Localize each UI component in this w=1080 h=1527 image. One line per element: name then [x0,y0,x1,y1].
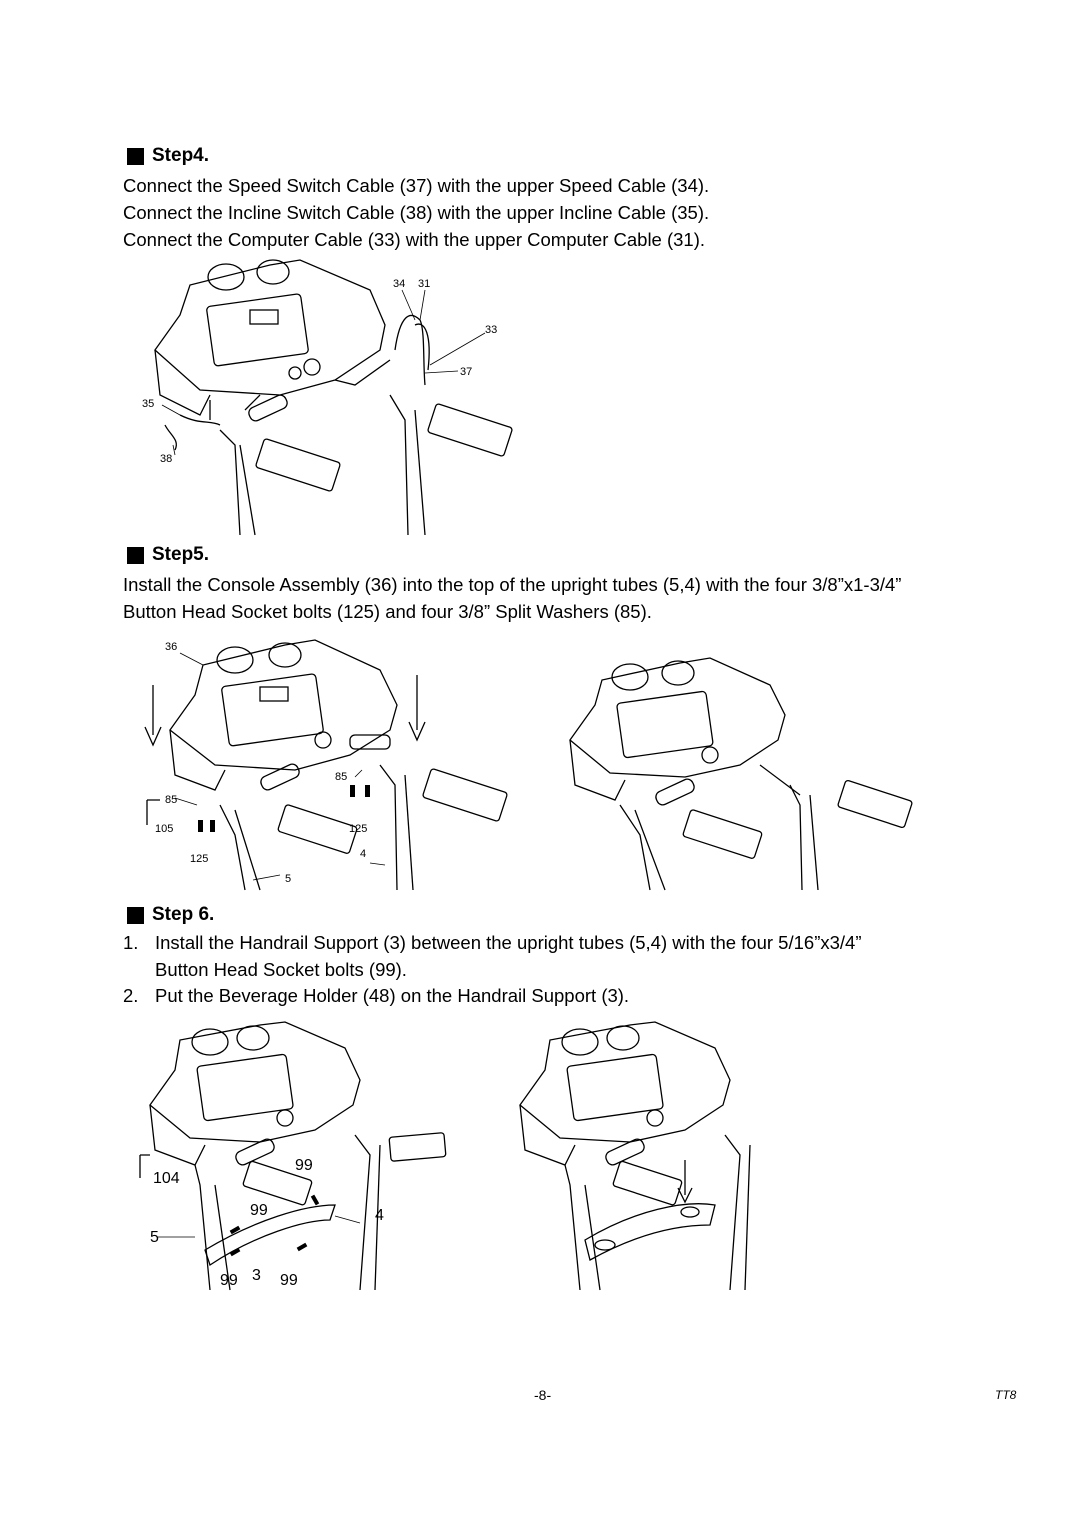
callout-99-bottom-right: 99 [280,1272,298,1289]
callout-5: 5 [285,873,291,885]
step6-item-1-line-2: Button Head Socket bolts (99). [155,959,407,980]
callout-3: 3 [252,1267,261,1284]
step6-diagram-right [519,1021,751,1291]
callout-5: 5 [150,1229,159,1246]
callout-99-top: 99 [295,1157,313,1174]
callout-31: 31 [418,278,430,290]
callout-33: 33 [485,324,497,336]
step4-line-2: Connect the Incline Switch Cable (38) wi… [123,202,710,223]
step6-item-1-line-1: Install the Handrail Support (3) between… [155,932,862,953]
step4-line-3: Connect the Computer Cable (33) with the… [123,229,706,250]
callout-36: 36 [165,641,177,653]
callout-38: 38 [160,453,172,465]
step5-line-1: Install the Console Assembly (36) into t… [123,574,902,595]
step6-title: Step 6. [152,904,215,925]
step6-item-1-number: 1. [123,932,139,953]
step6-diagram-left: 99 104 99 4 5 99 3 99 [139,1021,447,1291]
step5-diagram-left: 36 85 85 105 125 125 4 5 [144,639,508,891]
square-bullet-icon [127,906,144,924]
step4-diagram: 34 31 33 37 35 38 [142,259,513,536]
page-number: -8- [534,1387,552,1403]
step6-item-2-line-1: Put the Beverage Holder (48) on the Hand… [155,985,630,1006]
callout-4: 4 [360,848,366,860]
step4-line-1: Connect the Speed Switch Cable (37) with… [123,175,710,196]
step5-line-2: Button Head Socket bolts (125) and four … [123,601,652,622]
step6-heading: Step 6. [127,904,214,926]
callout-34: 34 [393,278,405,290]
callout-85-left: 85 [165,794,177,806]
callout-104: 104 [153,1170,180,1187]
step5-diagram-right [569,657,913,891]
square-bullet-icon [127,147,144,165]
callout-4: 4 [375,1207,384,1224]
callout-125-left: 125 [190,853,208,865]
callout-125-right: 125 [349,823,367,835]
callout-105: 105 [155,823,173,835]
step4-title: Step4. [152,145,210,166]
callout-35: 35 [142,398,154,410]
step6-item-2-number: 2. [123,985,139,1006]
callout-37: 37 [460,366,472,378]
square-bullet-icon [127,546,144,564]
callout-99-bottom-left: 99 [220,1272,238,1289]
model-code: TT8 [995,1388,1017,1402]
step4-heading: Step4. [127,145,209,167]
callout-85-right: 85 [335,771,347,783]
step5-title: Step5. [152,544,210,565]
callout-99-mid: 99 [250,1202,268,1219]
step5-heading: Step5. [127,544,209,566]
